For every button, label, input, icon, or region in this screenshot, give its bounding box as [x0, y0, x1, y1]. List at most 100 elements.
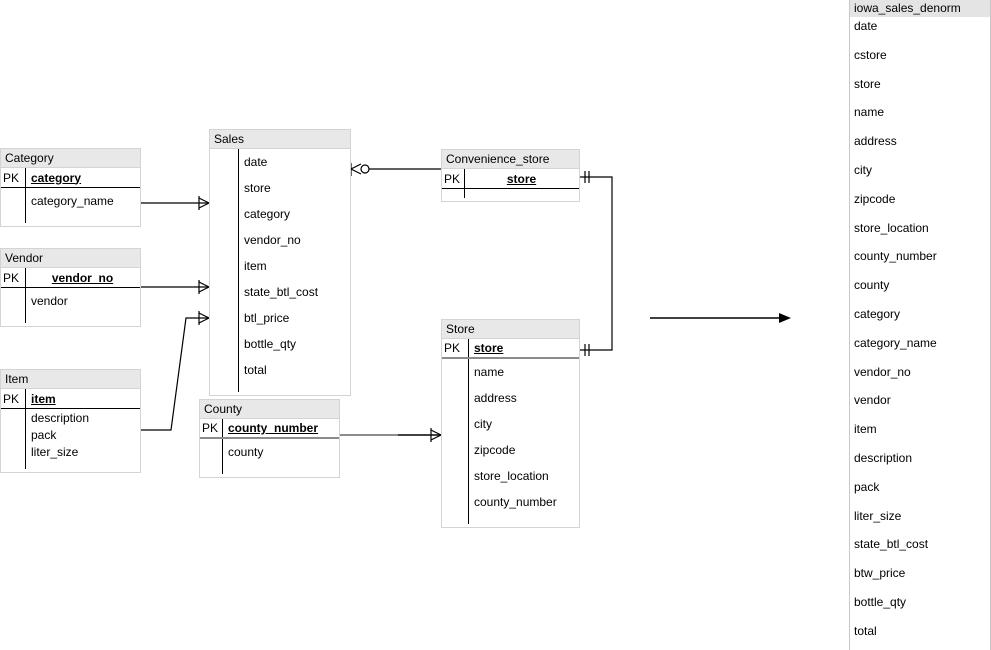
relationship-convenience-store-store: [580, 171, 613, 356]
entity-sales[interactable]: Sales date store category vendor_no item…: [209, 129, 351, 396]
denorm-column-row: cstore: [854, 47, 887, 62]
attribute-label: total: [244, 363, 267, 377]
pk-marker: PK: [444, 171, 461, 186]
entity-padding-row: [200, 465, 339, 477]
attribute-label: store: [244, 181, 271, 195]
entity-store-title: Store: [442, 320, 579, 339]
entity-store-attribute-row: store_location: [442, 463, 579, 489]
entity-padding-row: [1, 214, 140, 226]
relationship-category-sales: [141, 196, 210, 210]
attribute-label: vendor: [31, 294, 68, 308]
pk-attribute: county_number: [228, 421, 319, 435]
entity-padding-row: [1, 460, 140, 472]
denorm-column-row: address: [854, 134, 897, 149]
pk-attribute: category: [31, 170, 82, 185]
pk-attribute: store: [506, 171, 537, 186]
denorm-column-row: vendor: [854, 393, 891, 408]
entity-category-title: Category: [1, 149, 140, 168]
entity-padding-row: [1, 314, 140, 326]
entity-item-attribute-row: pack: [1, 426, 140, 443]
attribute-label: county: [228, 445, 264, 459]
pk-marker: PK: [3, 391, 20, 406]
pk-marker: PK: [3, 170, 20, 185]
attribute-label: address: [474, 391, 517, 405]
attribute-label: category: [244, 207, 291, 221]
entity-sales-attribute-row: bottle_qty: [210, 331, 350, 357]
entity-sales-attribute-row: item: [210, 253, 350, 279]
denorm-column-row: bottle_qty: [854, 594, 907, 609]
entity-sales-attribute-row: state_btl_cost: [210, 279, 350, 305]
attribute-label: btl_price: [244, 311, 290, 325]
entity-convenience-store[interactable]: Convenience_store PK store: [441, 149, 580, 202]
pk-attribute: vendor_no: [51, 270, 114, 285]
entity-sales-attribute-row: store: [210, 175, 350, 201]
denorm-table-panel[interactable]: iowa_sales_denorm date cstore store name add…: [849, 0, 991, 650]
entity-store-attribute-row: zipcode: [442, 437, 579, 463]
attribute-label: bottle_qty: [244, 337, 297, 351]
denorm-column-row: zipcode: [854, 191, 896, 206]
entity-county-attribute-row: county: [200, 439, 339, 465]
entity-vendor[interactable]: Vendor PK vendor_no vendor: [0, 248, 141, 327]
denorm-column-row: pack: [854, 479, 880, 494]
denorm-column-row: total: [854, 623, 877, 638]
attribute-label: city: [474, 417, 492, 431]
attribute-label: county_number: [474, 495, 557, 509]
attribute-label: zipcode: [474, 443, 516, 457]
pk-attribute: item: [31, 391, 56, 406]
attribute-label: date: [244, 155, 268, 169]
entity-padding-row: [442, 189, 579, 201]
entity-item[interactable]: Item PK item description pack liter_size: [0, 369, 141, 473]
attribute-label: pack: [31, 427, 57, 442]
entity-item-title: Item: [1, 370, 140, 389]
entity-convenience-store-pk-row: PK store: [442, 169, 579, 189]
entity-category[interactable]: Category PK category category_name: [0, 148, 141, 227]
entity-category-pk-row: PK category: [1, 168, 140, 188]
entity-item-attribute-row: liter_size: [1, 443, 140, 460]
denorm-column-row: county: [854, 278, 890, 293]
denorm-column-row: liter_size: [854, 508, 902, 523]
entity-sales-attribute-row: vendor_no: [210, 227, 350, 253]
pk-marker: PK: [3, 270, 20, 285]
entity-padding-row: [210, 383, 350, 395]
denorm-column-row: date: [854, 19, 878, 33]
entity-store-attribute-row: county_number: [442, 489, 579, 515]
entity-sales-title: Sales: [210, 130, 350, 149]
entity-vendor-attribute-row: vendor: [1, 288, 140, 314]
entity-sales-attribute-row: date: [210, 149, 350, 175]
denorm-table-title: iowa_sales_denorm: [850, 0, 990, 17]
entity-county-title: County: [200, 400, 339, 419]
entity-sales-attribute-row: btl_price: [210, 305, 350, 331]
entity-store[interactable]: Store PK store name address city zipcode…: [441, 319, 580, 528]
entity-store-attribute-row: city: [442, 411, 579, 437]
pk-attribute: store: [474, 341, 504, 355]
relationship-sales-convenience-store: [350, 163, 441, 176]
entity-convenience-store-title: Convenience_store: [442, 150, 579, 169]
denorm-column-row: category_name: [854, 335, 937, 350]
entity-store-attribute-row: name: [442, 359, 579, 385]
pk-marker: PK: [202, 421, 219, 435]
denorm-column-row: btw_price: [854, 566, 906, 581]
entity-county[interactable]: County PK county_number county: [199, 399, 340, 478]
attribute-label: item: [244, 259, 267, 273]
attribute-label: name: [474, 365, 505, 379]
denormalization-flow-arrow: [650, 313, 791, 323]
entity-item-pk-row: PK item: [1, 389, 140, 409]
relationship-vendor-sales: [141, 280, 210, 294]
attribute-label: store_location: [474, 469, 549, 483]
entity-vendor-pk-row: PK vendor_no: [1, 268, 140, 288]
denorm-column-row: category: [854, 306, 901, 321]
denorm-column-row: store: [854, 76, 881, 91]
attribute-label: description: [31, 410, 90, 425]
entity-sales-attribute-row: total: [210, 357, 350, 383]
pk-marker: PK: [444, 341, 461, 355]
denorm-column-row: vendor_no: [854, 364, 911, 379]
entity-padding-row: [442, 515, 579, 527]
denorm-column-row: description: [854, 450, 913, 465]
entity-vendor-title: Vendor: [1, 249, 140, 268]
denorm-column-row: item: [854, 422, 877, 437]
attribute-label: category_name: [31, 194, 114, 208]
entity-sales-attribute-row: category: [210, 201, 350, 227]
denorm-column-row: name: [854, 105, 885, 120]
denorm-column-row: store_location: [854, 220, 929, 235]
